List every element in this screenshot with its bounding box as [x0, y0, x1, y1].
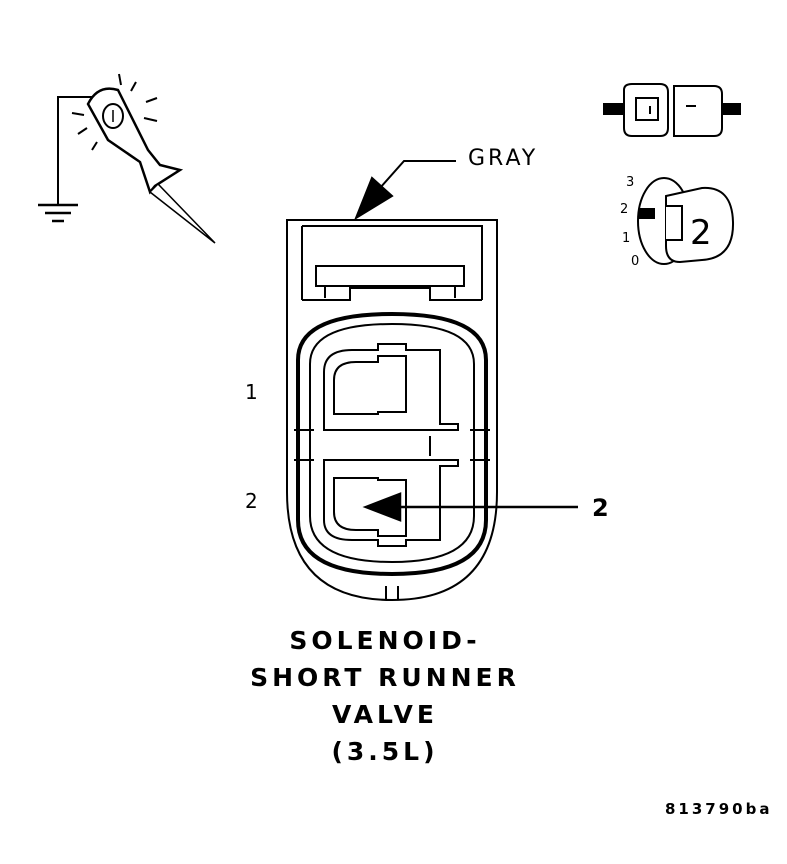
- wire-color-label: GRAY: [468, 146, 539, 171]
- probe-tip-icon: 2: [637, 177, 735, 265]
- probe-tip-number: 2: [690, 213, 712, 253]
- probe-position-2: 2: [620, 202, 629, 217]
- test-light-icon: [38, 73, 216, 244]
- connector-body: [286, 219, 498, 602]
- pin-label-2: 2: [245, 489, 258, 513]
- title-line-2: SHORT RUNNER: [250, 663, 520, 692]
- callout-number: 2: [592, 494, 609, 522]
- gray-wire-leader: [353, 160, 456, 221]
- title-line-4: (3.5L): [331, 737, 439, 766]
- figure-code: 813790ba: [665, 800, 773, 818]
- ground-symbol-icon: [38, 203, 78, 223]
- callout-arrow: [362, 492, 578, 522]
- probe-position-0: 0: [631, 254, 640, 269]
- component-title: SOLENOID- SHORT RUNNER VALVE (3.5L): [235, 622, 535, 770]
- pin-label-1: 1: [245, 380, 258, 404]
- title-line-3: VALVE: [332, 700, 438, 729]
- probe-position-1: 1: [622, 231, 631, 246]
- title-line-1: SOLENOID-: [289, 626, 481, 655]
- probe-position-3: 3: [626, 175, 635, 190]
- probe-connector-icon: [603, 83, 741, 137]
